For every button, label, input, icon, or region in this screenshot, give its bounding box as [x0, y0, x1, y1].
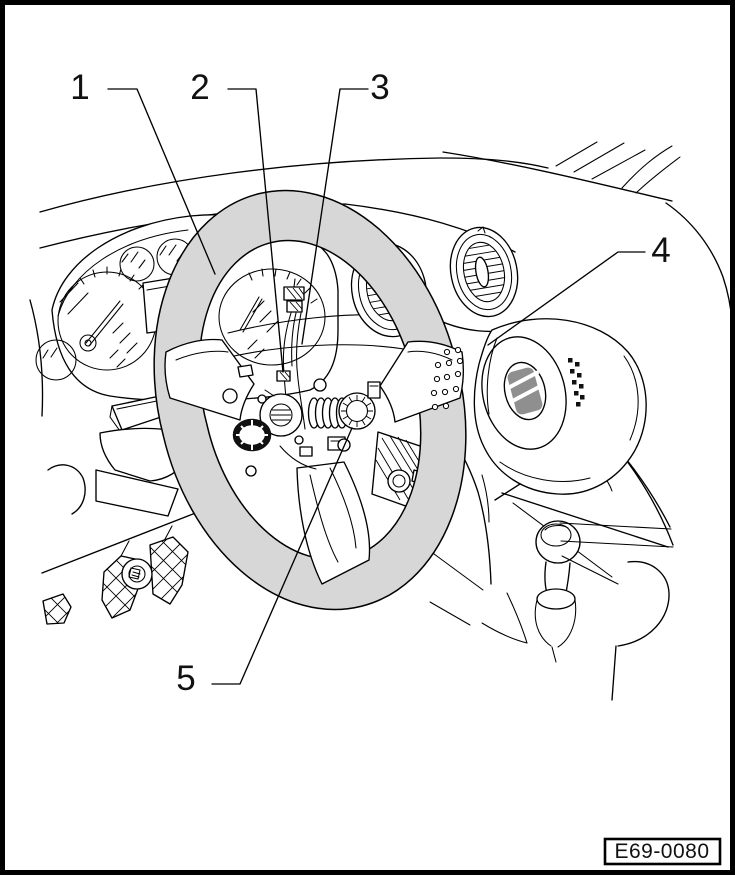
airbag-module [430, 318, 647, 495]
callout-numbers: 1 2 3 4 5 [70, 68, 670, 698]
steering-column-mechanism [222, 278, 381, 477]
callout-4: 4 [651, 231, 670, 270]
steering-wheel-rim [153, 189, 467, 611]
pedals [42, 525, 189, 625]
bearing-ring [232, 418, 272, 452]
horn-perforation-dots [430, 346, 464, 411]
leader-line-3 [301, 88, 369, 345]
wheel-spokes [164, 338, 464, 585]
callout-5: 5 [176, 659, 195, 698]
ignition-lock-cylinder [338, 392, 376, 430]
right-air-vent [449, 226, 519, 318]
callout-1: 1 [70, 68, 89, 107]
reference-code-box: E69-0080 [603, 837, 722, 866]
airbag-wiring-connector [283, 278, 305, 313]
callout-leader-lines [107, 88, 646, 685]
reference-code: E69-0080 [614, 840, 709, 863]
leader-line-1 [107, 88, 216, 275]
seat-logo [505, 367, 544, 415]
a-pillar-hatch [555, 141, 681, 194]
leader-line-5 [211, 427, 353, 685]
leader-line-4 [487, 251, 646, 346]
leader-line-2 [227, 88, 284, 373]
edge-checker-strip [568, 358, 585, 407]
gear-shift-lever [534, 520, 581, 663]
callout-3: 3 [370, 68, 389, 107]
column-small-parts [222, 364, 381, 477]
clock-spring-unit [257, 393, 304, 445]
callout-2: 2 [190, 68, 209, 107]
